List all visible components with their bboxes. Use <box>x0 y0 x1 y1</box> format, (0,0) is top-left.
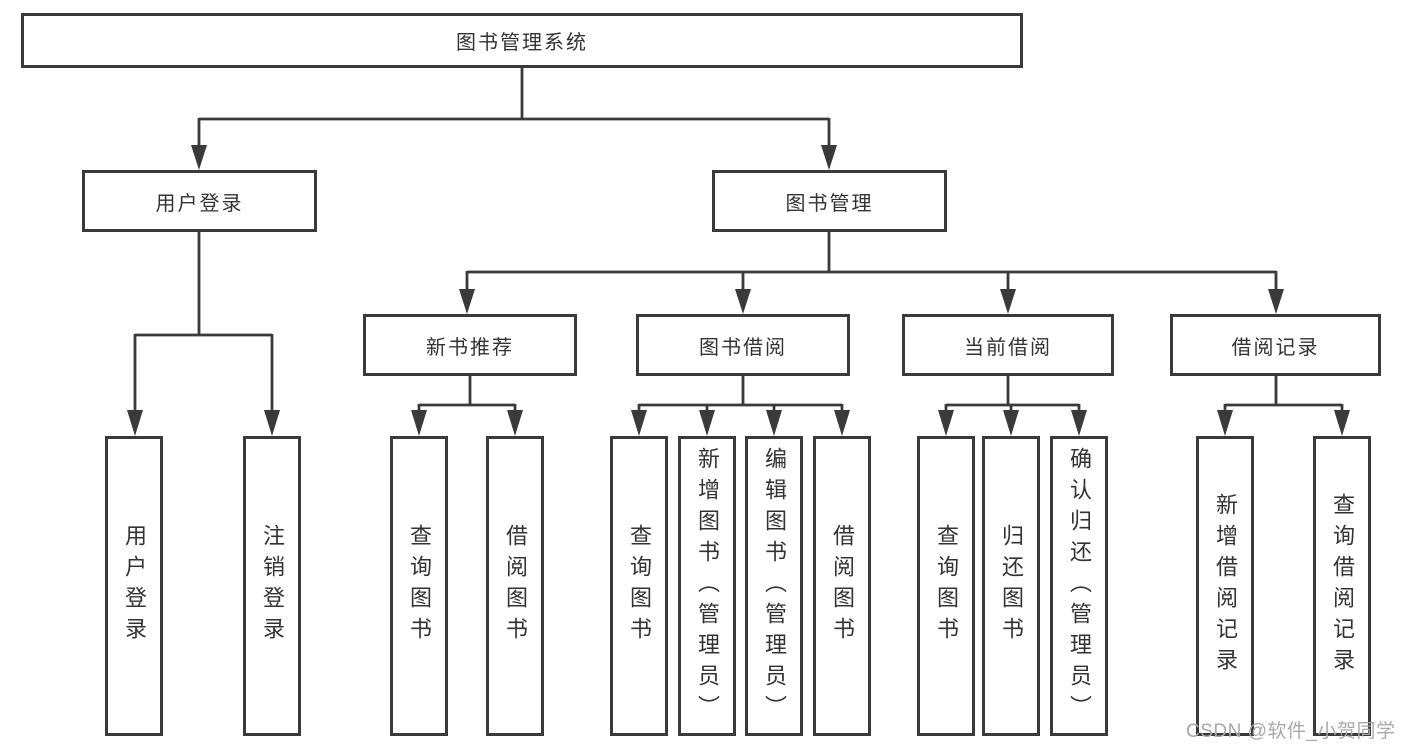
leaf-borrow-books-borrowing: 借阅图书 <box>813 436 871 736</box>
node-label: 归还图书 <box>999 524 1024 648</box>
node-book-management: 图书管理 <box>712 170 947 232</box>
arrow-down-icon <box>507 410 523 436</box>
arrow-down-icon <box>191 145 207 170</box>
arrow-down-icon <box>1000 289 1016 314</box>
leaf-query-books-recommendation: 查询图书 <box>390 436 448 736</box>
node-label: 用户登录 <box>155 192 244 215</box>
arrow-down-icon <box>127 410 143 436</box>
node-label: 图书管理 <box>785 192 874 215</box>
connector-root-to-level2 <box>197 68 831 146</box>
node-label: 借阅记录 <box>1231 336 1320 359</box>
leaf-query-books-current: 查询图书 <box>917 436 975 736</box>
node-label: 查询借阅记录 <box>1330 493 1355 679</box>
arrow-down-icon <box>411 410 427 436</box>
leaf-logout: 注销登录 <box>243 436 301 736</box>
node-label: 借阅图书 <box>830 524 855 648</box>
node-label: 用户登录 <box>122 524 147 648</box>
arrow-down-icon <box>938 410 954 436</box>
connector-borrow-to-leaves <box>637 376 844 412</box>
arrowhead-icons <box>127 145 1350 436</box>
node-book-borrowing: 图书借阅 <box>636 314 850 376</box>
connector-rec-to-leaves <box>417 376 517 412</box>
node-label: 图书管理系统 <box>456 32 588 54</box>
arrow-down-icon <box>1003 410 1019 436</box>
arrow-down-icon <box>1268 289 1284 314</box>
arrow-down-icon <box>1334 410 1350 436</box>
node-label: 确认归还（管理员） <box>1067 446 1092 726</box>
leaf-edit-books-admin: 编辑图书（管理员） <box>745 436 803 736</box>
arrow-down-icon <box>735 289 751 314</box>
connector-records-to-leaves <box>1223 376 1344 412</box>
node-label: 新书推荐 <box>426 336 514 359</box>
node-label: 当前借阅 <box>964 336 1052 359</box>
node-label: 新增图书（管理员） <box>695 446 720 726</box>
leaf-query-books-borrowing: 查询图书 <box>610 436 668 736</box>
leaf-return-books: 归还图书 <box>982 436 1040 736</box>
arrow-down-icon <box>459 289 475 314</box>
arrow-down-icon <box>821 145 837 170</box>
node-label: 借阅图书 <box>503 524 528 648</box>
arrow-down-icon <box>699 410 715 436</box>
node-borrowing-records: 借阅记录 <box>1170 314 1381 376</box>
node-label: 新增借阅记录 <box>1213 493 1238 679</box>
node-root-system: 图书管理系统 <box>21 13 1023 68</box>
arrow-down-icon <box>631 410 647 436</box>
arrow-down-icon <box>766 410 782 436</box>
arrow-down-icon <box>1071 410 1087 436</box>
node-label: 查询图书 <box>407 524 432 648</box>
leaf-add-books-admin: 新增图书（管理员） <box>678 436 736 736</box>
connector-login-to-leaves <box>133 232 274 412</box>
leaf-query-borrow-record: 查询借阅记录 <box>1313 436 1371 736</box>
connector-current-to-leaves <box>944 376 1081 412</box>
node-label: 图书借阅 <box>699 336 787 359</box>
leaf-borrow-books-recommendation: 借阅图书 <box>486 436 544 736</box>
leaf-confirm-return-admin: 确认归还（管理员） <box>1050 436 1108 736</box>
node-new-book-recommendation: 新书推荐 <box>363 314 577 376</box>
node-label: 查询图书 <box>627 524 652 648</box>
node-current-borrowing: 当前借阅 <box>902 314 1114 376</box>
node-label: 查询图书 <box>934 524 959 648</box>
arrow-down-icon <box>264 410 280 436</box>
node-user-login: 用户登录 <box>82 170 317 232</box>
leaf-add-borrow-record: 新增借阅记录 <box>1196 436 1254 736</box>
csdn-watermark: CSDN @软件_小贺同学 <box>1186 721 1396 742</box>
arrow-down-icon <box>834 410 850 436</box>
connector-mgmt-to-level3 <box>465 232 1278 291</box>
arrow-down-icon <box>1217 410 1233 436</box>
node-label: 编辑图书（管理员） <box>762 446 787 726</box>
leaf-user-login: 用户登录 <box>105 436 163 736</box>
node-label: 注销登录 <box>260 524 285 648</box>
